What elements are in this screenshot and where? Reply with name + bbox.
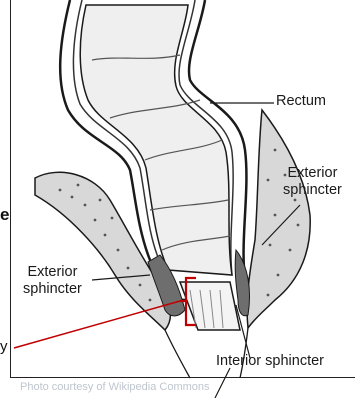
- anal-canal: [180, 282, 240, 330]
- label-exterior-right-line2: sphincter: [283, 182, 342, 199]
- label-interior-text: Interior sphincter: [216, 353, 324, 369]
- label-exterior-right-line1: Exterior: [283, 165, 342, 182]
- cut-off-text-top: e: [0, 205, 9, 225]
- label-interior-sphincter: Interior sphincter: [216, 353, 324, 370]
- label-rectum-text: Rectum: [276, 93, 326, 109]
- interior-pointer-lower: [215, 368, 230, 398]
- image-credit: Photo courtesy of Wikipedia Commons: [20, 381, 210, 393]
- right-tissue-mass: [247, 110, 310, 328]
- cut-off-text-bottom: y: [0, 338, 8, 355]
- label-exterior-sphincter-right: Exterior sphincter: [283, 165, 342, 199]
- label-exterior-left-line2: sphincter: [23, 281, 82, 298]
- lower-tissue-left: [165, 330, 190, 378]
- right-exterior-sphincter-muscle: [235, 250, 249, 316]
- label-exterior-sphincter-left: Exterior sphincter: [23, 264, 82, 298]
- red-marker-line: [14, 301, 180, 348]
- label-rectum: Rectum: [276, 93, 326, 110]
- label-exterior-left-line1: Exterior: [23, 264, 82, 281]
